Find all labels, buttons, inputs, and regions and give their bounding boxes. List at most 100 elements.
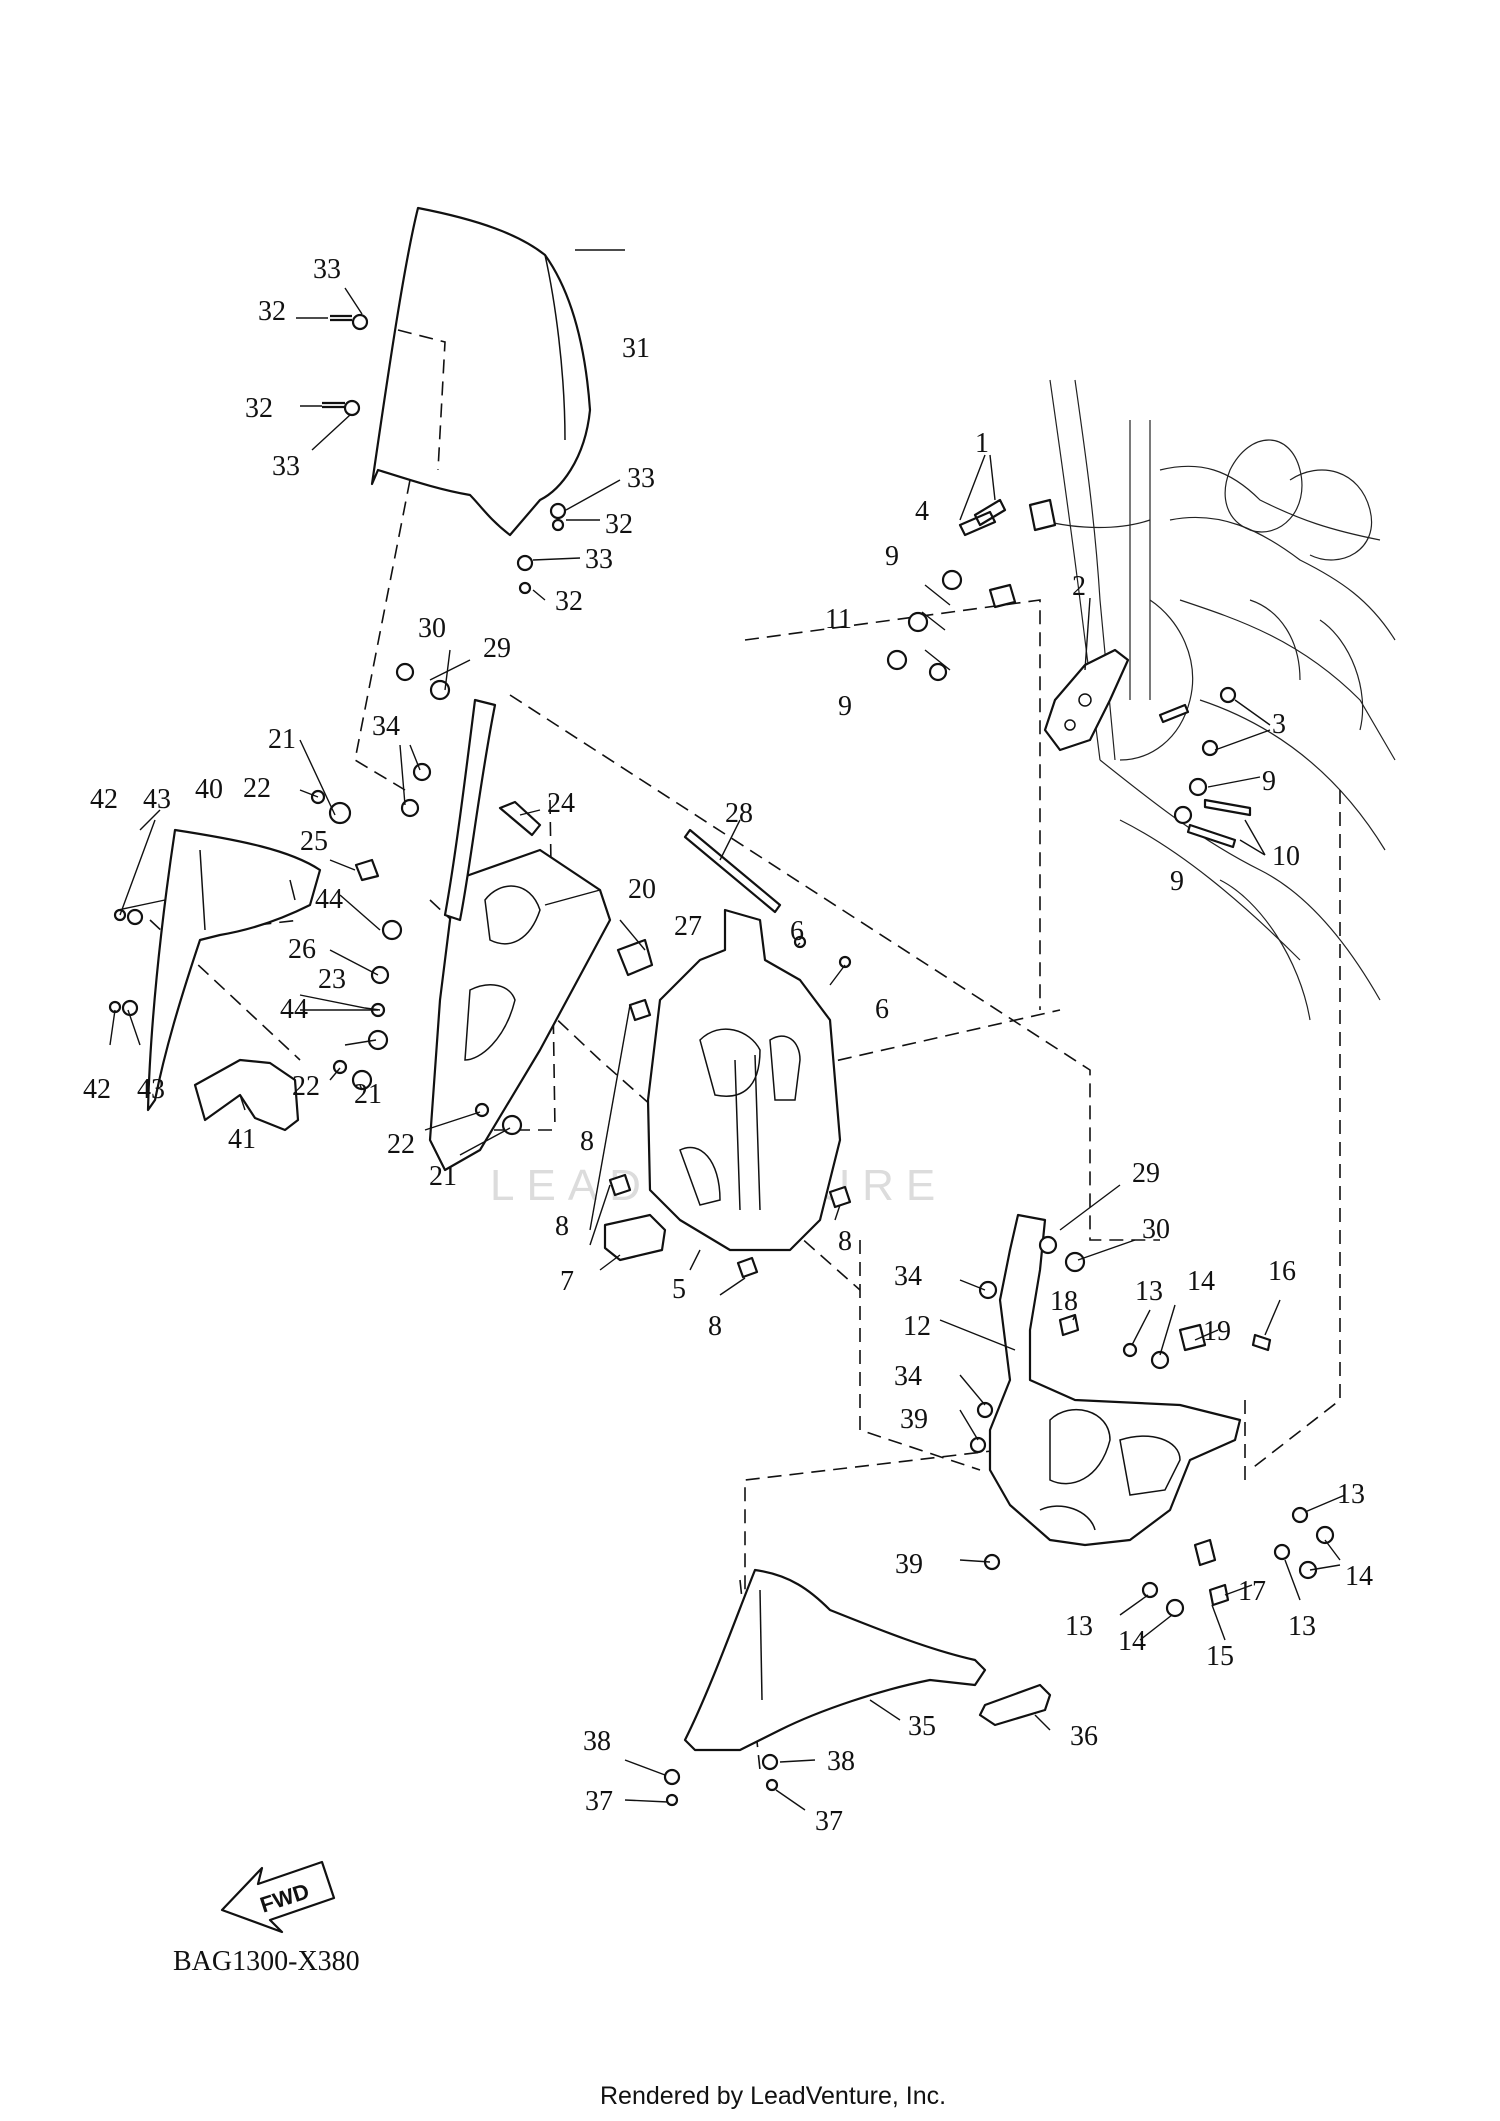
callout-2: 2 — [1072, 571, 1086, 602]
callout-17: 17 — [1238, 1576, 1266, 1607]
callout-30b: 30 — [1142, 1214, 1170, 1245]
callout-38b: 38 — [827, 1746, 855, 1777]
callout-32b: 32 — [245, 393, 273, 424]
callout-44b: 44 — [280, 994, 308, 1025]
callout-32d: 32 — [555, 586, 583, 617]
callout-34: 34 — [372, 711, 400, 742]
callout-33: 33 — [313, 254, 341, 285]
windscreen — [370, 206, 592, 537]
callout-29b: 29 — [1132, 1158, 1160, 1189]
callout-16: 16 — [1268, 1256, 1296, 1287]
callout-22b: 22 — [292, 1071, 320, 1102]
callout-11: 11 — [825, 604, 852, 635]
callout-21c: 21 — [429, 1161, 457, 1192]
callout-1: 1 — [975, 428, 989, 459]
callout-14: 14 — [1187, 1266, 1215, 1297]
side-cowl-left — [146, 828, 322, 1112]
callout-21: 21 — [268, 724, 296, 755]
callout-34b: 34 — [894, 1261, 922, 1292]
leader-lines — [109, 249, 1346, 1811]
callout-37b: 37 — [815, 1806, 843, 1837]
callout-6: 6 — [790, 916, 804, 947]
clip-27 — [616, 938, 654, 977]
bolt-24 — [498, 800, 542, 837]
callout-26: 26 — [288, 934, 316, 965]
callout-12: 12 — [903, 1311, 931, 1342]
lower-cowl — [683, 1568, 987, 1752]
hardware-right-bottom — [969, 1235, 1335, 1618]
callout-9c: 9 — [1262, 766, 1276, 797]
callout-10: 10 — [1272, 841, 1300, 872]
callout-27: 27 — [674, 911, 702, 942]
callout-9b: 9 — [838, 691, 852, 722]
callout-8d: 8 — [708, 1311, 722, 1342]
callout-31: 31 — [622, 333, 650, 364]
callout-8b: 8 — [555, 1211, 569, 1242]
callout-40: 40 — [195, 774, 223, 805]
callout-22c: 22 — [387, 1129, 415, 1160]
callout-36: 36 — [1070, 1721, 1098, 1752]
callout-32c: 32 — [605, 509, 633, 540]
callout-20: 20 — [628, 874, 656, 905]
rod-28 — [683, 828, 782, 914]
callout-7: 7 — [560, 1266, 574, 1297]
callout-28: 28 — [725, 798, 753, 829]
callout-25: 25 — [300, 826, 328, 857]
callout-43b: 43 — [137, 1074, 165, 1105]
callout-33c: 33 — [627, 463, 655, 494]
callout-32: 32 — [258, 296, 286, 327]
bracket-2 — [958, 498, 1130, 752]
block-7 — [603, 1213, 667, 1262]
hardware-right-top — [886, 569, 1252, 849]
callout-18: 18 — [1050, 1286, 1078, 1317]
callout-42b: 42 — [83, 1074, 111, 1105]
callout-14b: 14 — [1345, 1561, 1373, 1592]
callout-39b: 39 — [895, 1549, 923, 1580]
callout-9d: 9 — [1170, 866, 1184, 897]
callout-labels: 1 2 3 3 4 5 6 6 7 8 8 8 8 9 9 9 9 10 11 … — [83, 254, 1373, 1837]
callout-24: 24 — [547, 788, 575, 819]
screen-fasteners — [296, 287, 621, 601]
diagram-code: BAG1300-X380 — [173, 1946, 360, 1977]
callout-8c: 8 — [838, 1226, 852, 1257]
callout-44: 44 — [315, 884, 343, 915]
callout-5: 5 — [672, 1274, 686, 1305]
stay-bar-left — [395, 662, 497, 922]
footer-credit: Rendered by LeadVenture, Inc. — [600, 2082, 946, 2110]
callout-13b: 13 — [1337, 1479, 1365, 1510]
callout-6b: 6 — [875, 994, 889, 1025]
callout-15: 15 — [1206, 1641, 1234, 1672]
hardware-center — [608, 935, 852, 1279]
callout-13c: 13 — [1288, 1611, 1316, 1642]
callout-33d: 33 — [585, 544, 613, 575]
callout-3: 3 — [1272, 709, 1286, 740]
callout-30: 30 — [418, 613, 446, 644]
fwd-arrow: FWD — [220, 1860, 336, 1934]
callout-21b: 21 — [354, 1079, 382, 1110]
callout-13d: 13 — [1065, 1611, 1093, 1642]
bracket-36 — [978, 1683, 1052, 1727]
callout-23: 23 — [318, 964, 346, 995]
callout-29: 29 — [483, 633, 511, 664]
callout-42: 42 — [90, 784, 118, 815]
center-panel — [646, 908, 842, 1252]
callout-19: 19 — [1203, 1316, 1231, 1347]
callout-14c: 14 — [1118, 1626, 1146, 1657]
cowl-fasteners — [663, 1753, 779, 1807]
callout-39: 39 — [900, 1404, 928, 1435]
callout-9: 9 — [885, 541, 899, 572]
callout-22: 22 — [243, 773, 271, 804]
callout-4: 4 — [915, 496, 929, 527]
callout-35: 35 — [908, 1711, 936, 1742]
callout-8: 8 — [580, 1126, 594, 1157]
frame-background — [1039, 379, 1396, 1021]
callout-34c: 34 — [894, 1361, 922, 1392]
callout-41: 41 — [228, 1124, 256, 1155]
callout-33b: 33 — [272, 451, 300, 482]
callout-43: 43 — [143, 784, 171, 815]
callout-37: 37 — [585, 1786, 613, 1817]
inner-panel-left — [428, 848, 612, 1172]
inner-panel-right — [988, 1213, 1242, 1547]
callout-38: 38 — [583, 1726, 611, 1757]
